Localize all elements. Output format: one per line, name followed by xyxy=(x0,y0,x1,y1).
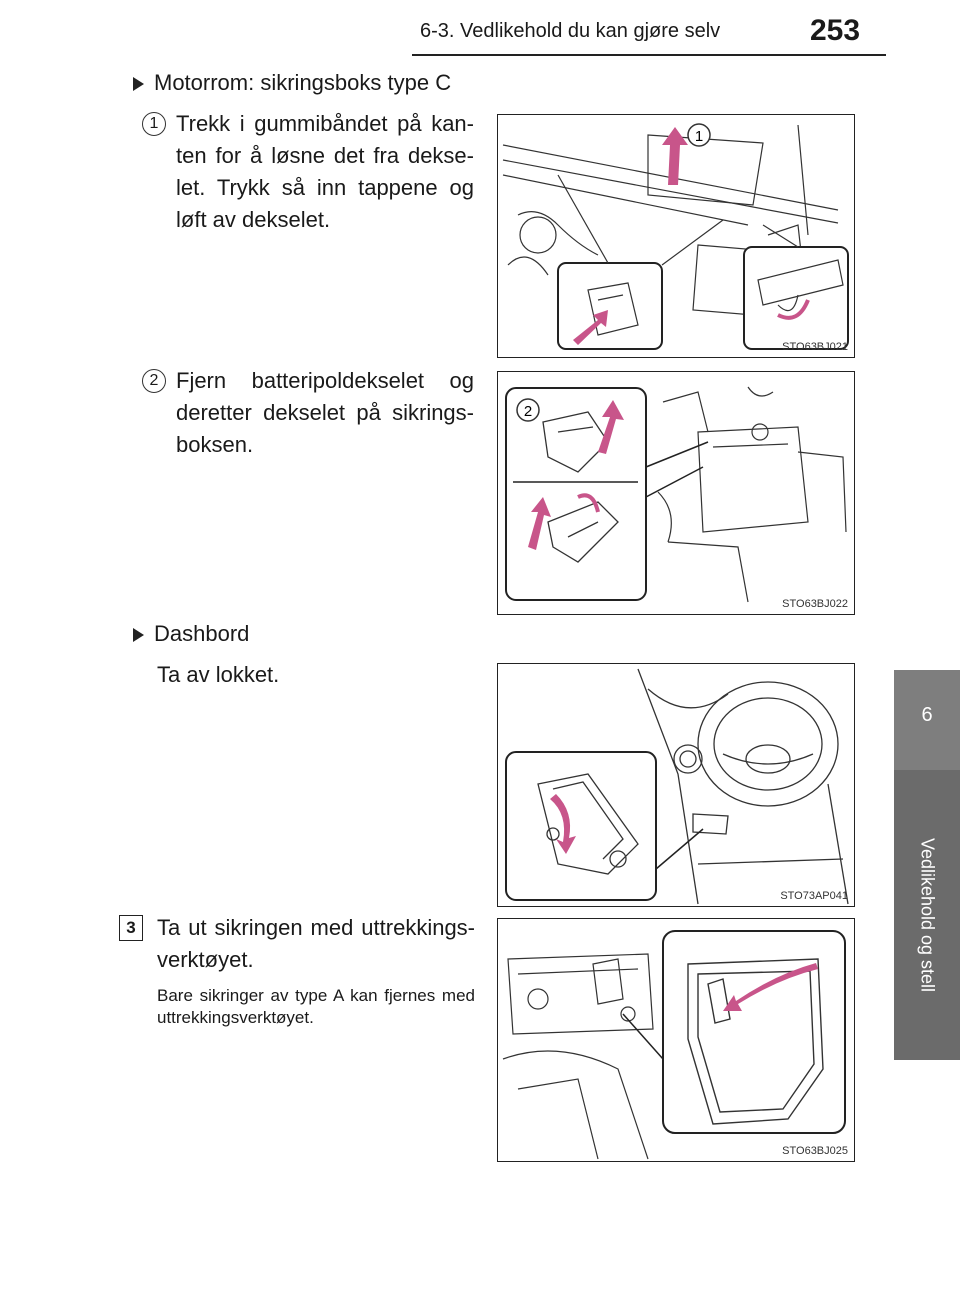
figure-battery-cover: 2 STO63BJ022 xyxy=(497,371,855,615)
callout-number: 1 xyxy=(695,128,703,145)
bullet-heading-dashboard: Dashbord xyxy=(133,621,249,647)
chapter-number: 6 xyxy=(921,704,933,726)
detail-inset-right xyxy=(743,246,849,350)
header-divider xyxy=(412,54,886,56)
figure-caption: STO73AP041 xyxy=(780,890,848,902)
push-arrow-icon xyxy=(573,310,608,345)
detail-inset xyxy=(505,751,657,901)
figure-engine-cover: 1 STO63BJ021 xyxy=(497,114,855,358)
step-number-3: 3 xyxy=(119,915,143,941)
detail-inset xyxy=(662,930,846,1134)
step-number-1: 1 xyxy=(142,112,166,136)
bullet-triangle-icon xyxy=(133,628,144,643)
page-number: 253 xyxy=(810,14,861,47)
dashboard-text: Ta av lokket. xyxy=(157,662,280,687)
engine-cover-illustration: 1 xyxy=(502,123,849,350)
detail-inset xyxy=(505,387,647,601)
step-number-2: 2 xyxy=(142,369,166,393)
lift-arrow-icon xyxy=(528,497,551,550)
bullet-triangle-icon xyxy=(133,77,144,92)
callout-circle xyxy=(516,398,540,422)
callout-number: 2 xyxy=(524,403,532,420)
chapter-label-tab: Vedlikehold og stell xyxy=(894,770,960,1060)
step-2-text: Fjern batteripoldekselet og deretter dek… xyxy=(176,368,474,457)
figure-caption: STO63BJ021 xyxy=(782,341,848,353)
detail-inset-left xyxy=(557,262,663,350)
heading-text: Motorrom: sikringsboks type C xyxy=(154,70,452,95)
section-title: 6-3. Vedlikehold du kan gjøre selv xyxy=(420,20,721,42)
pull-arrow-icon xyxy=(662,127,688,185)
bullet-heading-engine: Motorrom: sikringsboks type C xyxy=(133,70,451,96)
figure-fuse-puller: STO63BJ025 xyxy=(497,918,855,1162)
figure-dashboard-lid: STO73AP041 xyxy=(497,663,855,907)
callout-circle xyxy=(687,123,711,147)
figure-caption: STO63BJ022 xyxy=(782,598,848,610)
heading-text: Dashbord xyxy=(154,621,250,646)
open-arrow-icon xyxy=(550,794,576,854)
chapter-tab: 6 xyxy=(894,670,960,770)
fuse-puller-illustration xyxy=(502,930,846,1160)
curved-arrow-icon xyxy=(777,299,810,320)
pointer-arrow-icon xyxy=(723,963,818,1011)
step-3-note: Bare sikringer av type A kan fjernes med… xyxy=(157,986,475,1027)
figure-caption: STO63BJ025 xyxy=(782,1145,848,1157)
curved-arrow-icon xyxy=(577,493,600,513)
step-1-text: Trekk i gummibåndet på kan-ten for å løs… xyxy=(176,111,474,232)
step-3-text: Ta ut sikringen med uttrekkings-verktøye… xyxy=(157,915,475,972)
battery-cover-illustration: 2 xyxy=(505,386,847,603)
chapter-label: Vedlikehold og stell xyxy=(917,837,938,993)
lift-arrow-icon xyxy=(598,400,624,454)
dashboard-illustration xyxy=(505,668,849,905)
